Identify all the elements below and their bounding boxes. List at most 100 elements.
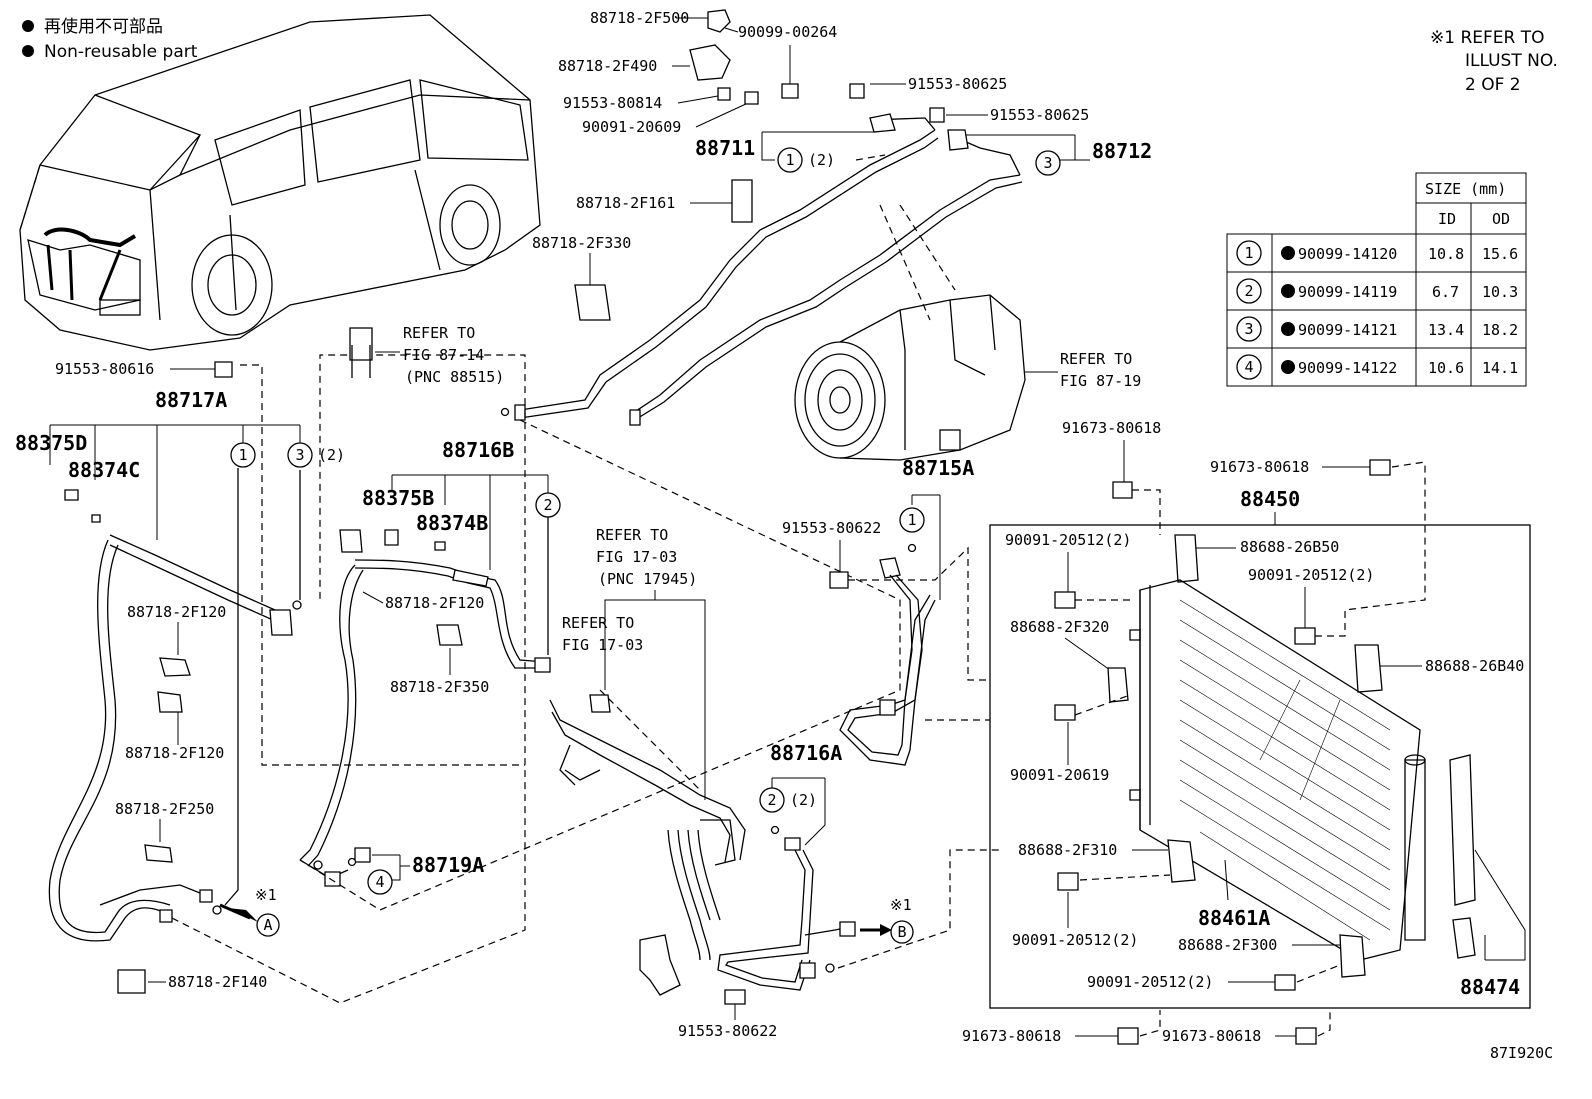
- clamp-icon: [731, 179, 753, 223]
- non-reusable-dot-icon: [22, 45, 34, 57]
- non-reusable-dot-icon: [1281, 246, 1295, 260]
- note-ref-1: ※1: [255, 886, 277, 904]
- size-table: SIZE (mm) ID OD 1 90099-14120 10.8 15.6 …: [1226, 172, 1527, 387]
- row-od: 15.6: [1482, 245, 1518, 263]
- part-88718-2F330: 88718-2F330: [532, 234, 631, 252]
- row-id: 13.4: [1428, 321, 1464, 339]
- part-88718-2F140: 88718-2F140: [168, 973, 267, 991]
- clamp-icon: [144, 844, 173, 863]
- part-88716A: 88716A: [770, 741, 842, 765]
- bolt-icon: [849, 83, 865, 99]
- note-ref-1: ※1: [890, 896, 912, 914]
- part-88688-2F310: 88688-2F310: [1018, 841, 1117, 859]
- ref-fig-87-19: FIG 87-19: [1060, 372, 1141, 390]
- bolt-icon: [724, 989, 746, 1005]
- top-cluster: 88718-2F500 90099-00264 88718-2F490 9155…: [532, 9, 1152, 321]
- ref-fig-17-03: REFER TO: [596, 526, 668, 544]
- part-88715A: 88715A: [902, 456, 974, 480]
- row-part: 90099-14122: [1298, 359, 1397, 377]
- bolt-icon: [829, 571, 849, 589]
- bracket-icon: [1167, 839, 1196, 883]
- part-88718-2F120: 88718-2F120: [385, 594, 484, 612]
- part-88718-2F120: 88718-2F120: [127, 603, 226, 621]
- row-id: 6.7: [1432, 283, 1459, 301]
- o-ring-3-callout: 3: [1043, 154, 1052, 172]
- mark-a-circle: [256, 913, 280, 937]
- part-91553-80616: 91553-80616: [55, 360, 154, 378]
- bracket-icon: [1107, 667, 1129, 703]
- part-88718-2F350: 88718-2F350: [390, 678, 489, 696]
- row-part: 90099-14121: [1298, 321, 1397, 339]
- clamp-icon: [339, 529, 363, 553]
- legend-jp: 再使用不可部品: [44, 16, 163, 37]
- desiccant: [1449, 754, 1476, 906]
- part-88474: 88474: [1460, 975, 1520, 999]
- bolt-icon: [1295, 1027, 1317, 1045]
- row-id: 10.6: [1428, 359, 1464, 377]
- valve-icon: [349, 327, 373, 361]
- ref-fig-17-03: FIG 17-03: [562, 636, 643, 654]
- condenser-core: [1139, 579, 1421, 961]
- non-reusable-dot-icon: [1281, 284, 1295, 298]
- part-88717A: 88717A: [155, 388, 227, 412]
- ref-fig-87-19: REFER TO: [1060, 350, 1132, 368]
- o-ring-4-callout: 4: [375, 873, 384, 891]
- part-90091-20512: 90091-20512(2): [1248, 566, 1374, 584]
- ref-fig-87-14: REFER TO: [403, 324, 475, 342]
- bolt-icon: [929, 107, 945, 123]
- row-id: 10.8: [1428, 245, 1464, 263]
- plug-icon: [1452, 917, 1476, 959]
- part-88711: 88711: [695, 136, 755, 160]
- clamp-icon: [436, 624, 463, 646]
- ref-pnc-88515: (PNC 88515): [405, 368, 504, 386]
- size-header: SIZE (mm): [1425, 180, 1506, 198]
- legend: 再使用不可部品 Non-reusable part: [22, 16, 198, 62]
- refer-note-line1: ※1 REFER TO: [1430, 28, 1545, 48]
- bracket-icon: [574, 284, 611, 321]
- part-88718-2F490: 88718-2F490: [558, 57, 657, 75]
- refer-note-line2: ILLUST NO.: [1465, 51, 1558, 71]
- refer-note-line3: 2 OF 2: [1465, 75, 1521, 95]
- clip-icon: [707, 9, 731, 33]
- clamp-icon: [157, 691, 183, 713]
- bolt-icon: [214, 361, 233, 378]
- part-88716B: 88716B: [442, 438, 514, 462]
- van-illustration: [19, 14, 541, 351]
- part-88450: 88450: [1240, 487, 1300, 511]
- part-88374C: 88374C: [68, 458, 140, 482]
- bolt-icon: [1054, 704, 1076, 721]
- row-num: 2: [1244, 282, 1253, 300]
- bracket-icon: [1174, 534, 1199, 583]
- o-ring-2-callout: 2: [543, 496, 552, 514]
- part-91673-80618: 91673-80618: [1210, 458, 1309, 476]
- part-90091-20609: 90091-20609: [582, 118, 681, 136]
- part-91553-80622: 91553-80622: [678, 1022, 777, 1040]
- suction-discharge-pipes: [500, 113, 1023, 426]
- part-88712: 88712: [1092, 139, 1152, 163]
- row-num: 1: [1244, 244, 1253, 262]
- part-91553-80814: 91553-80814: [563, 94, 662, 112]
- condenser-assembly: 91673-80618 91673-80618 88450 90091-2051…: [989, 419, 1531, 1009]
- part-91673-80618: 91673-80618: [1062, 419, 1161, 437]
- col-id: ID: [1438, 210, 1456, 228]
- bolt-icon: [1054, 591, 1076, 609]
- bottom-bolts: 91673-80618 91673-80618 87I920C: [962, 1010, 1553, 1062]
- row-part: 90099-14119: [1298, 283, 1397, 301]
- bolt-icon: [1274, 974, 1296, 991]
- part-88719A: 88719A: [412, 853, 484, 877]
- part-88375D: 88375D: [15, 431, 87, 455]
- illustration-id: 87I920C: [1490, 1044, 1553, 1062]
- part-91553-80622: 91553-80622: [782, 519, 881, 537]
- part-88461A: 88461A: [1198, 906, 1270, 930]
- part-91553-80625: 91553-80625: [908, 75, 1007, 93]
- size-row: 4 90099-14122 10.6 14.1: [1236, 354, 1518, 380]
- mark-b: B: [897, 923, 906, 941]
- size-row: 2 90099-14119 6.7 10.3: [1236, 278, 1518, 304]
- bolt-icon: [1369, 459, 1391, 476]
- part-88688-26B40: 88688-26B40: [1425, 657, 1524, 675]
- row-part: 90099-14120: [1298, 245, 1397, 263]
- bolt-icon: [1112, 481, 1133, 499]
- legend-en: Non-reusable part: [44, 42, 198, 62]
- part-90091-20512: 90091-20512(2): [1087, 973, 1213, 991]
